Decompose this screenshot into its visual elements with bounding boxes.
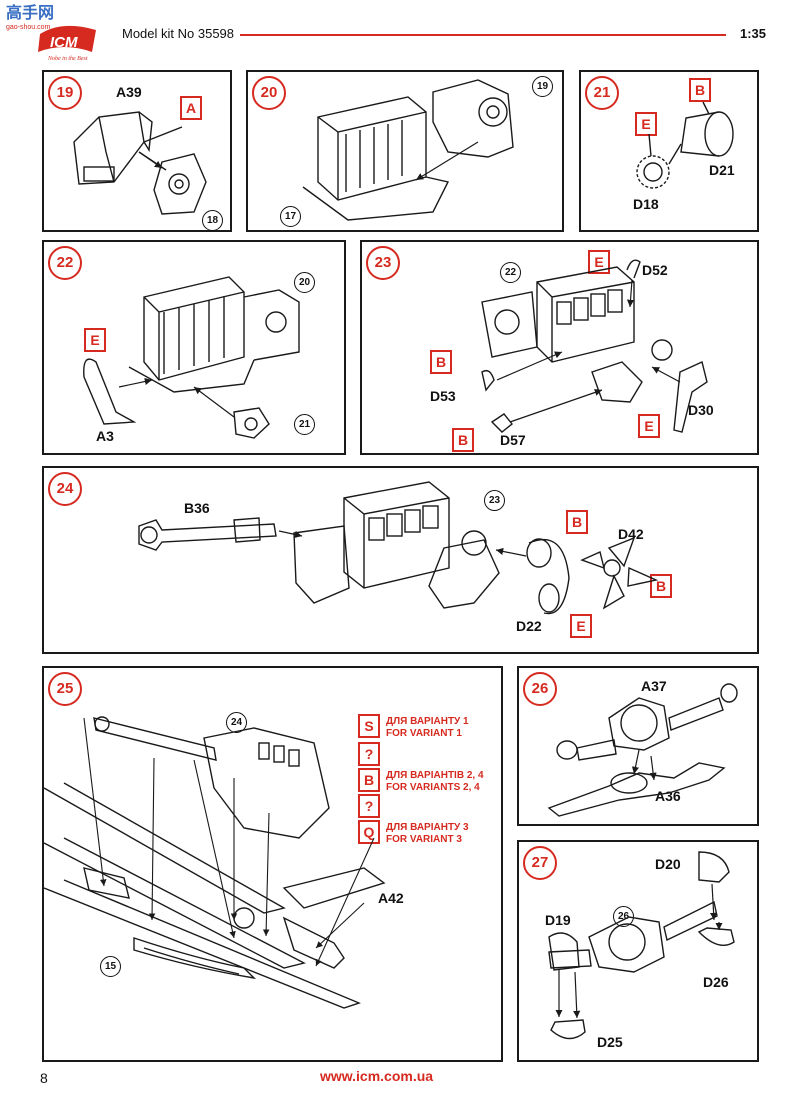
ref-step-20: 20 xyxy=(294,272,315,293)
legend-tag-b: B xyxy=(358,768,380,792)
website-link[interactable]: www.icm.com.ua xyxy=(320,1068,434,1084)
sprue-tag-b-top: B xyxy=(566,510,588,534)
step-24-panel: 24 B36 23 B D42 B D22 E xyxy=(42,466,759,654)
legend-line-ua: ДЛЯ ВАРІАНТІВ 2, 4 xyxy=(386,770,484,781)
step-number-20: 20 xyxy=(252,76,286,110)
engine-with-cover-drawing xyxy=(83,276,300,439)
page-title: Model kit No 35598 xyxy=(122,26,235,41)
step-number-21: 21 xyxy=(585,76,619,110)
sprue-tag-a: A xyxy=(180,96,202,120)
step-number-22: 22 xyxy=(48,246,82,280)
step-25-panel: 25 24 15 A42 S ДЛЯ ВАРІАНТУ 1 FOR VARIAN… xyxy=(42,666,503,1062)
step-number-19: 19 xyxy=(48,76,82,110)
ref-step-23: 23 xyxy=(484,490,505,511)
legend-line-ua: ДЛЯ ВАРІАНТУ 1 xyxy=(386,716,469,727)
step-number-25: 25 xyxy=(48,672,82,706)
ref-step-17: 17 xyxy=(280,206,301,227)
page-number: 8 xyxy=(40,1070,48,1086)
step-23-panel: 23 22 E D52 B D53 B D57 D30 E xyxy=(360,240,759,455)
legend-line-ua: ДЛЯ ВАРІАНТУ 3 xyxy=(386,822,469,833)
part-label-d57: D57 xyxy=(500,432,526,448)
axle-brake-drums-drawing xyxy=(548,851,735,1040)
part-label-d20: D20 xyxy=(655,856,681,872)
part-label-a3: A3 xyxy=(96,428,114,444)
part-label-d21: D21 xyxy=(709,162,735,178)
part-label-d26: D26 xyxy=(703,974,729,990)
ref-step-26: 26 xyxy=(613,906,634,927)
site-brand: 高手网 xyxy=(6,3,54,22)
ref-step-21: 21 xyxy=(294,414,315,435)
step-22-panel: 22 20 21 E A3 xyxy=(42,240,346,455)
legend-text-variant-3: ДЛЯ ВАРІАНТУ 3 FOR VARIANT 3 xyxy=(386,822,469,846)
step-number-27: 27 xyxy=(523,846,557,880)
engine-block-drawing xyxy=(302,79,514,221)
engine-driveshaft-fan-drawing xyxy=(138,481,659,615)
logo-slogan: Nobe in the Best xyxy=(47,56,88,62)
step-26-panel: 26 A37 A36 xyxy=(517,666,759,826)
legend-text-variants-2-4: ДЛЯ ВАРІАНТІВ 2, 4 FOR VARIANTS 2, 4 xyxy=(386,770,484,794)
legend-line-en: FOR VARIANTS 2, 4 xyxy=(386,782,480,793)
sprue-tag-e: E xyxy=(570,614,592,638)
part-label-a42: A42 xyxy=(378,890,404,906)
pulley-gear-drawing xyxy=(636,101,734,189)
legend-tag-unknown-1: ? xyxy=(358,742,380,766)
logo-text: ICM xyxy=(50,34,78,51)
ref-step-22: 22 xyxy=(500,262,521,283)
axle-drawing xyxy=(547,683,738,817)
part-label-d19: D19 xyxy=(545,912,571,928)
step-20-panel: 20 19 17 xyxy=(246,70,564,232)
legend-tag-s: S xyxy=(358,714,380,738)
part-label-d52: D52 xyxy=(642,262,668,278)
header-divider xyxy=(240,34,726,36)
sprue-tag-b-left: B xyxy=(430,350,452,374)
engine-accessories-drawing xyxy=(481,259,708,433)
ref-step-15: 15 xyxy=(100,956,121,977)
ref-step-24: 24 xyxy=(226,712,247,733)
sprue-tag-e-top: E xyxy=(588,250,610,274)
icm-logo: 高手网 gao-shou.com ICM Nobe in the Best xyxy=(0,0,108,62)
sprue-tag-e: E xyxy=(635,112,657,136)
step-27-panel: 27 26 D20 D19 D26 D25 xyxy=(517,840,759,1062)
sprue-tag-b: B xyxy=(689,78,711,102)
step-number-23: 23 xyxy=(366,246,400,280)
part-label-d30: D30 xyxy=(688,402,714,418)
part-label-d53: D53 xyxy=(430,388,456,404)
step-number-26: 26 xyxy=(523,672,557,706)
step-21-panel: 21 B E D21 D18 xyxy=(579,70,759,232)
gearbox-drawing xyxy=(73,111,207,215)
part-label-b36: B36 xyxy=(184,500,210,516)
part-label-d22: D22 xyxy=(516,618,542,634)
ref-step-19: 19 xyxy=(532,76,553,97)
part-label-d25: D25 xyxy=(597,1034,623,1050)
chassis-frame-drawing xyxy=(43,716,386,1009)
scale-label: 1:35 xyxy=(740,26,767,41)
site-url: gao-shou.com xyxy=(6,24,51,31)
part-label-d42: D42 xyxy=(618,526,644,542)
part-label-d18: D18 xyxy=(633,196,659,212)
ref-step-18: 18 xyxy=(202,210,223,231)
legend-tag-unknown-2: ? xyxy=(358,794,380,818)
step-19-panel: 19 A39 A 18 xyxy=(42,70,232,232)
sprue-tag-b-bottom: B xyxy=(452,428,474,452)
sprue-tag-e: E xyxy=(84,328,106,352)
legend-line-en: FOR VARIANT 1 xyxy=(386,728,462,739)
sprue-tag-e-bottom: E xyxy=(638,414,660,438)
icm-logo-graphic: 高手网 gao-shou.com ICM Nobe in the Best xyxy=(6,3,96,62)
legend-tag-q: Q xyxy=(358,820,380,844)
step-number-24: 24 xyxy=(48,472,82,506)
legend-text-variant-1: ДЛЯ ВАРІАНТУ 1 FOR VARIANT 1 xyxy=(386,716,469,740)
part-label-a39: A39 xyxy=(116,84,142,100)
part-label-a37: A37 xyxy=(641,678,667,694)
legend-line-en: FOR VARIANT 3 xyxy=(386,834,462,845)
